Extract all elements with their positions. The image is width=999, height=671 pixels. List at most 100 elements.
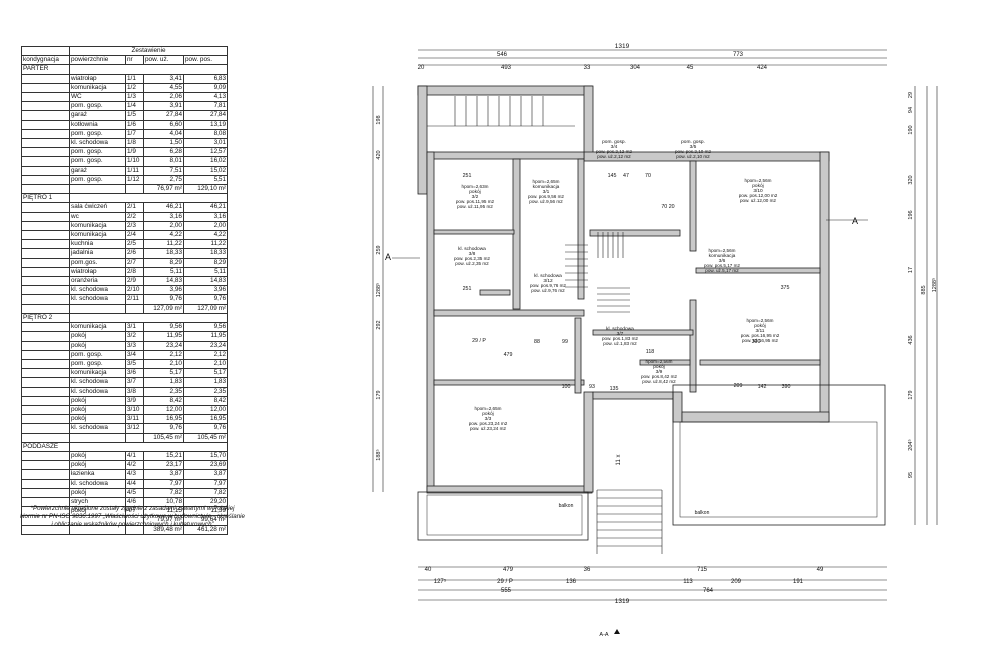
room-number: 3/12	[543, 278, 553, 284]
dim-top: 20	[418, 65, 425, 71]
room-name: pokój	[69, 331, 126, 342]
room-area-usable: pow. uż.12,00 m2	[740, 198, 776, 203]
section-name: PARTER	[21, 64, 70, 75]
room-total-area: 8,08	[182, 128, 229, 140]
dim-bottom: 40	[425, 567, 432, 573]
room-name: pokój	[653, 364, 664, 370]
wall	[479, 289, 511, 296]
inner-dimension: 93	[589, 384, 595, 390]
room-area-usable: pow. uż.5,17 m2	[705, 268, 739, 273]
room-total-area: 1,83	[182, 377, 229, 388]
room-total-area: 6,83	[182, 73, 229, 84]
room-name: kl. schodowa	[69, 377, 126, 388]
room-number: 3/5	[690, 144, 697, 150]
section-name: PIĘTRO 2	[21, 312, 70, 324]
room-usable-area: 2,35	[143, 386, 184, 397]
room-usable-area: 7,51	[143, 165, 184, 176]
dim-left: 420	[376, 150, 382, 159]
room-height: hpom=2,56m	[646, 359, 673, 364]
table-cell	[69, 432, 126, 443]
inner-dimension: 142	[758, 384, 767, 390]
room-name: wc	[69, 211, 126, 222]
dim-bottom: 764	[703, 588, 714, 594]
column-header: pow. pos.	[182, 55, 229, 66]
room-name: kl. schodowa	[534, 273, 562, 279]
room-usable-area: 15,21	[143, 450, 184, 462]
section-total-area: 127,09 m²	[182, 303, 229, 314]
table-cell	[21, 248, 70, 259]
room-total-area: 7,82	[182, 487, 229, 498]
wall	[426, 151, 435, 493]
room-number: 1/9	[125, 147, 144, 158]
dim-top: 546	[497, 52, 508, 58]
room-number: 1/10	[125, 156, 144, 167]
section-total-area: 129,10 m²	[182, 184, 229, 195]
room-name: pokój	[752, 183, 763, 189]
room-name: pokój	[69, 404, 126, 416]
room-total-area: 4,22	[182, 230, 229, 241]
room-area-total: pow. pos.11,95 m2	[456, 199, 495, 204]
table-cell	[21, 432, 70, 443]
wall	[589, 229, 681, 237]
table-cell	[21, 128, 70, 140]
room-total-area: 11,22	[182, 239, 229, 250]
room-usable-area: 23,17	[143, 460, 184, 471]
room-usable-area: 23,24	[143, 340, 184, 351]
dim-bottom: 29 / P	[497, 579, 513, 585]
room-total-area: 13,19	[182, 119, 229, 130]
section-marker-right: A	[852, 216, 858, 226]
room-number: 2/11	[125, 294, 144, 305]
room-usable-area: 14,83	[143, 276, 184, 287]
wall	[639, 359, 691, 366]
room-usable-area: 8,01	[143, 156, 184, 167]
wall	[699, 359, 821, 366]
column-header: kondygnacja	[21, 55, 70, 66]
room-name: pom. gosp.	[69, 101, 126, 112]
inner-dimension: 88	[534, 339, 540, 345]
room-usable-area: 2,00	[143, 220, 184, 232]
room-total-area: 15,70	[182, 450, 229, 462]
section-total-usable: 76,97 m²	[143, 184, 184, 195]
room-number: 2/5	[125, 239, 144, 250]
room-number: 3/2	[125, 331, 144, 342]
room-number: 2/9	[125, 276, 144, 287]
table-cell	[21, 276, 70, 287]
dim-bottom: 209	[731, 579, 742, 585]
room-name: kl. schodowa	[69, 138, 126, 149]
room-usable-area: 16,95	[143, 414, 184, 425]
room-name: pom. gosp.	[69, 174, 126, 186]
wall	[672, 391, 683, 423]
dim-bottom: 191	[793, 579, 804, 585]
room-number: 3/12	[125, 423, 144, 434]
room-usable-area: 7,82	[143, 487, 184, 498]
table-cell	[21, 460, 70, 471]
room-usable-area: 4,55	[143, 82, 184, 94]
dim-bottom: 479	[503, 567, 514, 573]
room-total-area: 8,29	[182, 257, 229, 268]
room-number: 3/8	[125, 386, 144, 397]
room-number: 4/4	[125, 478, 144, 489]
table-cell	[69, 184, 126, 195]
room-number: 1/12	[125, 174, 144, 186]
table-cell	[21, 220, 70, 232]
table-cell	[21, 82, 70, 94]
room-area-usable: pow. uż.8,42 m2	[642, 379, 676, 384]
room-number: 1/5	[125, 110, 144, 121]
room-total-area: 5,11	[182, 266, 229, 278]
section-marker-bottom: A-A	[599, 632, 609, 638]
room-number: 2/4	[125, 230, 144, 241]
room-name: komunikacja	[533, 184, 560, 190]
room-usable-area: 9,76	[143, 423, 184, 434]
table-cell	[21, 202, 70, 213]
